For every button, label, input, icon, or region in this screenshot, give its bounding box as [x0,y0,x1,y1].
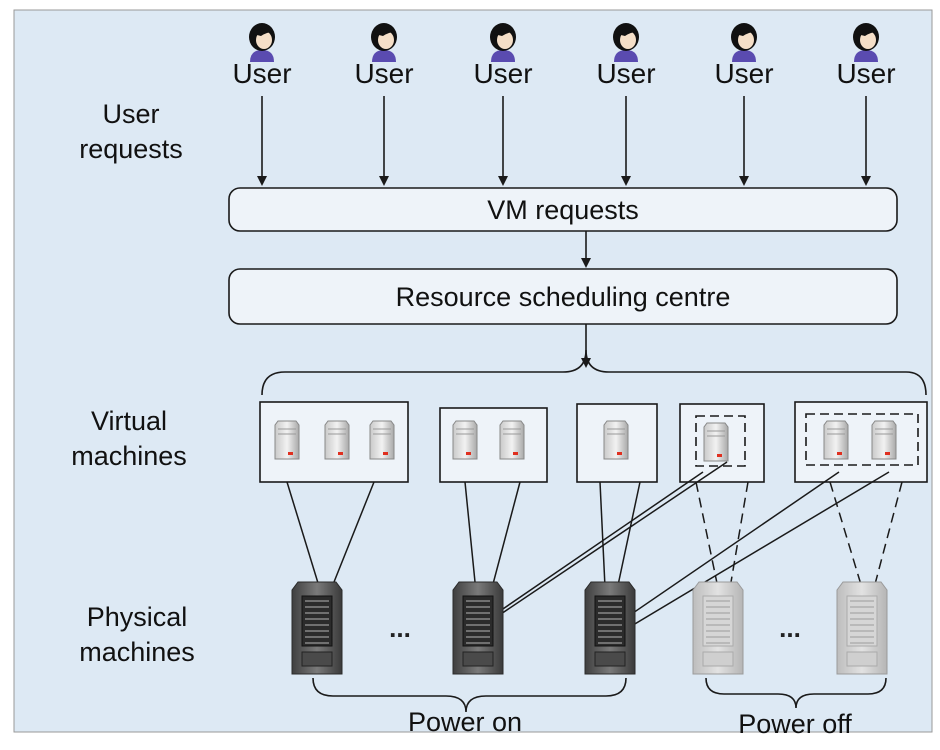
physical-machine-icons [291,581,888,675]
power-off-label: Power off [738,709,852,739]
vm-group-box [794,401,928,483]
virtual-machine-icon [823,420,849,460]
virtual-machine-icon [703,422,729,462]
user-label: User [714,58,774,89]
vm-group-brace [261,349,927,396]
migrating-vm-frame [805,413,919,466]
physical-machine-on-icon [291,581,343,675]
dashed-mapping-line [729,481,749,589]
user-icon [613,23,639,62]
label-line: machines [79,636,195,667]
virtual-machine-icon [499,420,525,460]
dashed-mapping-lines [695,481,903,589]
physical-machine-off-icon [692,581,744,675]
user-icon [249,23,275,62]
power-on-label: Power on [407,707,523,737]
virtual-machine-icon [603,420,629,460]
physical-machine-off-icon [836,581,888,675]
user-icon [490,23,516,62]
dashed-mapping-line [829,481,863,589]
physical-machine-on-icon [452,581,504,675]
ellipsis-power-off: ... [779,613,801,643]
user-arrows [257,96,871,186]
dashed-mapping-line [873,481,903,589]
vm-icons [274,420,897,462]
user: User [339,22,429,98]
user-icon [371,23,397,62]
migrating-vm-frames [695,413,919,467]
label-line: User [102,99,160,129]
scheduler-label: Resource scheduling centre [395,282,731,312]
mapping-line [613,471,840,627]
mapping-line [627,471,890,629]
label-line: Virtual [90,406,168,436]
migrating-vm-frame [695,415,746,467]
label-line: requests [79,133,183,164]
user: User [699,22,789,98]
user: User [458,22,548,98]
label-physical-machines: Physical machines [62,600,212,669]
physical-machine-on-icon [584,581,636,675]
virtual-machine-icon [274,420,300,460]
vm-requests-box [228,187,898,232]
mapping-line [491,461,728,621]
user-label: User [596,58,656,89]
scheduler-box [228,268,898,325]
label-user-requests: User requests [66,97,196,166]
mapping-line [477,471,704,627]
virtual-machine-icon [369,420,395,460]
mapping-line [286,481,323,597]
user-label: User [232,58,292,89]
virtual-machine-icon [452,420,478,460]
label-line: machines [71,440,187,471]
user-icon [731,23,757,62]
vm-requests-label: VM requests [487,195,639,225]
label-virtual-machines: Virtual machines [64,404,194,473]
user-label: User [473,58,533,89]
virtual-machine-icon [871,420,897,460]
virtual-machine-icon [324,420,350,460]
user-icon [853,23,879,62]
power-on-brace [312,677,627,713]
label-line: Physical [86,602,188,632]
user: User [821,22,911,98]
dashed-mapping-line [695,481,719,589]
ellipsis-power-on: ... [389,613,411,643]
user-label: User [354,58,414,89]
power-off-brace [705,677,887,709]
user: User [217,22,307,98]
user: User [581,22,671,98]
user-label: User [836,58,896,89]
